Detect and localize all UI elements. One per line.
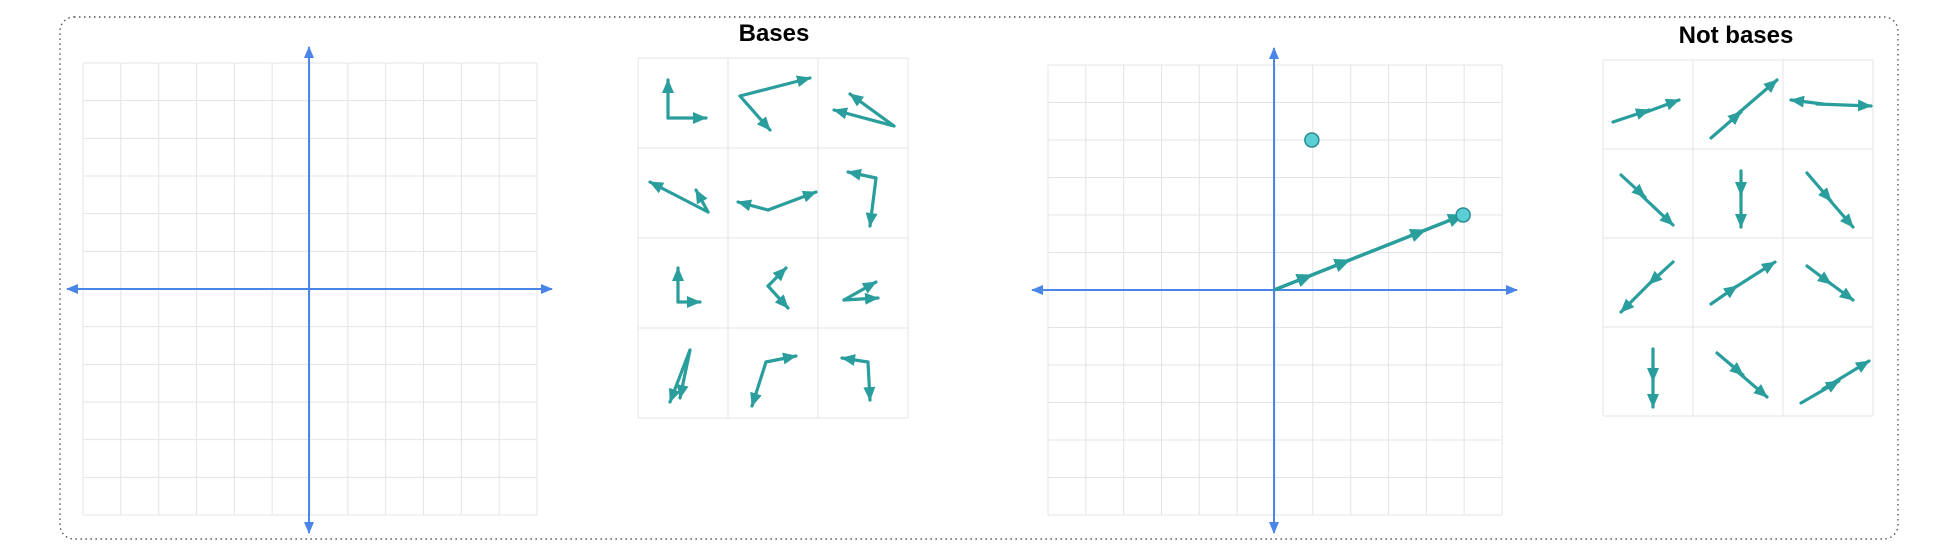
vector-arrow [1639, 193, 1675, 227]
collinear-down-right-icon [1619, 173, 1675, 227]
basis-up-right-icon [672, 266, 702, 308]
not-bases-title: Not bases [1678, 22, 1794, 49]
vector-arrow [863, 360, 876, 402]
collinear-up-right-icon [1709, 260, 1777, 306]
span-arrow-3 [1408, 228, 1427, 243]
bases-grid [637, 57, 909, 419]
vector-arrow [1825, 195, 1855, 229]
span-arrow-2 [1333, 258, 1351, 273]
collinear-opposite-anti-diagonal-icon [1799, 359, 1871, 405]
vector-arrow [1737, 371, 1769, 399]
vector-arrow [1821, 276, 1855, 302]
vector-arrow [694, 188, 710, 214]
collinear-diagonal-icon [1709, 78, 1779, 140]
collinear-up-left-icon [1805, 264, 1855, 302]
basis-open-v-icon [648, 180, 710, 214]
vector-arrow [738, 75, 812, 98]
vector-arrow [1821, 359, 1871, 391]
vector-arrow [766, 284, 790, 310]
vector-arrow [842, 280, 878, 302]
vector-arrow [738, 94, 772, 132]
basis-down-pair-icon [668, 348, 692, 404]
collinear-same-direction-icon [1611, 98, 1681, 124]
span-demo-plane [1031, 47, 1518, 534]
vector-arrow [865, 176, 878, 228]
vector-arrow [1715, 351, 1745, 377]
basis-long-short-icon [750, 352, 798, 408]
collinear-down-left-icon [1619, 260, 1675, 314]
basis-hook-icon [846, 168, 878, 228]
vector-arrow [846, 168, 878, 181]
basis-left-down-icon [840, 354, 876, 402]
vector-arrow [750, 360, 768, 408]
vector-arrow [1619, 173, 1647, 199]
vector-arrow [848, 92, 896, 128]
vector-arrow [1733, 78, 1779, 118]
vector-arrow [764, 352, 798, 365]
bases-title: Bases [738, 20, 810, 47]
basis-narrow-wedge-icon [832, 92, 896, 128]
vector-arrow [1815, 99, 1873, 112]
collinear-down-right-pair-icon [1715, 351, 1769, 399]
vector-arrow [840, 354, 870, 366]
vector-arrow [736, 199, 770, 212]
basis-wide-v-icon [738, 75, 812, 132]
span-arrow-1 [1295, 273, 1313, 288]
vector-arrow [1639, 98, 1681, 116]
free-point[interactable] [1304, 132, 1320, 148]
vector-arrow [668, 348, 692, 404]
basis-chevron-icon [766, 266, 790, 310]
collinear-opposite-diagonal-icon [1805, 171, 1855, 229]
empty-coordinate-plane [66, 46, 553, 534]
basis-small-wedge-icon [842, 280, 880, 305]
basis-right-angle-icon [662, 78, 708, 124]
span-endpoint[interactable] [1455, 207, 1471, 223]
vector-arrow [766, 266, 788, 288]
collinear-opposite-horizontal-icon [1789, 95, 1873, 112]
vector-arrow [832, 107, 896, 128]
basis-shallow-v-icon [736, 190, 818, 212]
not-bases-grid [1602, 59, 1874, 417]
vector-arrow [766, 190, 818, 212]
vector-arrow [1729, 260, 1777, 292]
outer-border [59, 16, 1899, 540]
vector-arrow [842, 292, 880, 305]
vector-arrow [1619, 278, 1655, 314]
vector-arrow [648, 180, 710, 214]
